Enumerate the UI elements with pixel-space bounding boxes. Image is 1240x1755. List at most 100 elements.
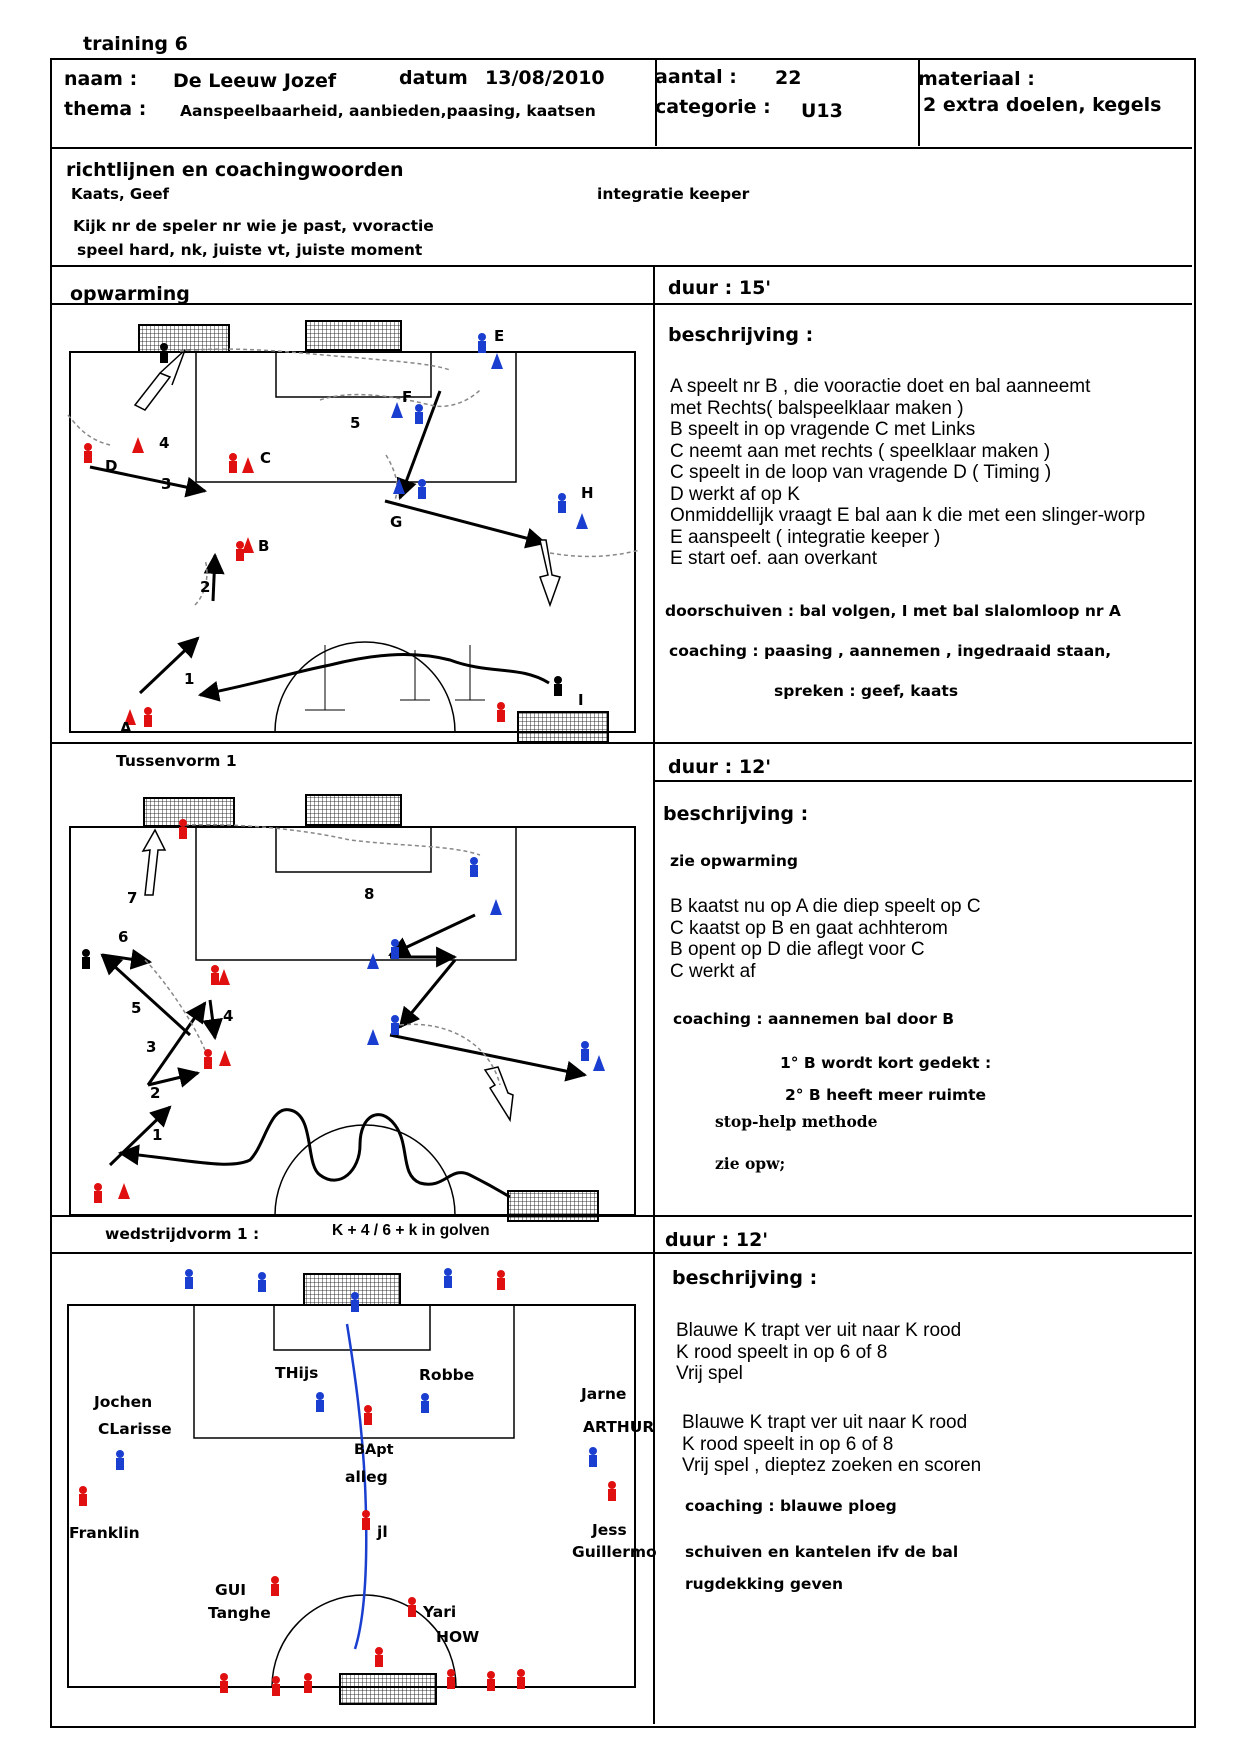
coaching-line: stop-help methode — [715, 1112, 878, 1131]
column-divider — [653, 266, 655, 1724]
datum-label: datum — [399, 67, 468, 89]
label-num: 3 — [161, 475, 171, 493]
label-i: I — [578, 691, 584, 709]
label-b: B — [258, 537, 269, 555]
player-red — [79, 1270, 616, 1696]
label-num: 3 — [146, 1038, 156, 1056]
player-red — [94, 819, 219, 1203]
label-num: 5 — [131, 999, 141, 1017]
pass-arrow — [146, 1001, 207, 1086]
player-name: CLarisse — [98, 1420, 172, 1438]
materiaal-label: materiaal : — [918, 68, 1035, 90]
label-num: 5 — [350, 414, 360, 432]
label-num: 2 — [200, 578, 210, 596]
coaching-line: schuiven en kantelen ifv de bal — [685, 1543, 959, 1561]
goal — [339, 1673, 437, 1705]
pass-arrow — [203, 552, 225, 602]
pitch-outline — [69, 351, 636, 733]
desc-line: Blauwe K trapt ver uit naar K rood — [676, 1320, 962, 1341]
goal — [138, 324, 230, 353]
goal — [305, 320, 402, 351]
desc-line: met Rechts( balspeelklaar maken ) — [670, 397, 964, 419]
desc-title: beschrijving : — [663, 803, 809, 825]
run-path — [385, 454, 398, 501]
player-name: Robbe — [419, 1366, 475, 1384]
aantal-value: 22 — [775, 67, 802, 89]
run-arrow — [483, 1066, 514, 1123]
zie-text: zie opwarming — [670, 852, 799, 870]
desc-line: C neemt aan met rechts ( speelklaar make… — [670, 440, 1051, 462]
desc-line: Vrij spel — [676, 1363, 743, 1384]
naam-value: De Leeuw Jozef — [173, 70, 337, 92]
coaching-line: rugdekking geven — [685, 1575, 844, 1593]
label-a: A — [120, 719, 132, 737]
coaching-text: coaching : aannemen bal door B — [673, 1010, 955, 1028]
goal — [507, 1190, 599, 1222]
label-num: 1 — [152, 1126, 162, 1144]
cone-blue — [391, 353, 588, 529]
pass-arrow — [202, 999, 223, 1041]
desc-line: D werkt af op K — [670, 483, 800, 505]
player-name: THijs — [275, 1364, 319, 1382]
desc-line: C kaatst op B en gaat achhterom — [670, 917, 948, 939]
dribble-path — [117, 1108, 511, 1199]
player-name: jl — [377, 1523, 388, 1541]
guidelines-line: Kaats, Geef — [71, 185, 170, 203]
desc-block: Blauwe K trapt ver uit naar K rood K roo… — [682, 1412, 1192, 1477]
pass-arrow — [89, 465, 208, 498]
player-name: Jess — [592, 1521, 627, 1539]
cone-red — [124, 437, 254, 725]
desc-line: B speelt in op vragende C met Links — [670, 419, 976, 440]
goal-box — [275, 351, 432, 398]
desc-line: E aanspeelt ( integratie keeper ) — [670, 526, 941, 548]
pass-arrow — [138, 636, 200, 695]
label-f: F — [402, 388, 412, 406]
thema-label: thema : — [64, 98, 147, 120]
doorschuiven-text: doorschuiven : bal volgen, I met bal sla… — [665, 602, 1121, 620]
aantal-label: aantal : — [655, 66, 737, 88]
run-arrow — [539, 539, 561, 608]
player-name: BApt — [354, 1442, 394, 1458]
label-h: H — [581, 484, 594, 502]
coaching-line: 1° B wordt kort gedekt : — [780, 1054, 992, 1072]
guidelines-line-right: integratie keeper — [597, 185, 750, 203]
goal — [143, 797, 235, 827]
pass-arrow — [108, 1105, 172, 1167]
desc-line: Onmiddellijk vraagt E bal aan k die met … — [670, 505, 1146, 526]
player-blue — [391, 857, 589, 1061]
label-num: 4 — [159, 434, 169, 452]
label-e: E — [494, 327, 504, 345]
ball-path — [345, 1323, 368, 1650]
run-path — [549, 549, 641, 558]
tussenvorm-diagram: 1 2 3 4 5 6 7 8 — [69, 794, 636, 1222]
desc-title: beschrijving : — [668, 324, 814, 346]
page-title: training 6 — [83, 33, 188, 55]
desc-line: E start oef. aan overkant — [670, 548, 878, 569]
section-duration: duur : 12' — [665, 1229, 769, 1251]
run-path — [319, 389, 481, 407]
datum-value: 13/08/2010 — [485, 67, 605, 89]
label-num: 8 — [364, 885, 374, 903]
desc-title: beschrijving : — [672, 1267, 818, 1289]
section-title: Tussenvorm 1 — [116, 752, 237, 770]
label-num: 2 — [150, 1084, 160, 1102]
divider — [50, 1252, 1192, 1254]
desc-line: B kaatst nu op A die diep speelt op C — [670, 896, 981, 917]
section-title: wedstrijdvorm 1 : — [105, 1225, 260, 1243]
categorie-value: U13 — [801, 100, 843, 122]
player-name: Franklin — [69, 1524, 140, 1542]
player-red — [84, 443, 505, 727]
player-blue — [415, 333, 566, 513]
run-path — [67, 414, 111, 446]
desc-line: C werkt af — [670, 960, 756, 982]
player-name: ARTHUR — [583, 1418, 655, 1436]
player-name: GUI — [215, 1581, 247, 1599]
divider — [50, 303, 1192, 305]
desc-line: K rood speelt in op 6 of 8 — [676, 1341, 888, 1363]
divider — [653, 780, 1192, 782]
divider — [918, 60, 920, 146]
desc-block: B kaatst nu op A die diep speelt op C C … — [670, 896, 1190, 982]
goal — [303, 1273, 401, 1306]
goal — [517, 711, 609, 742]
center-arc — [274, 641, 456, 733]
